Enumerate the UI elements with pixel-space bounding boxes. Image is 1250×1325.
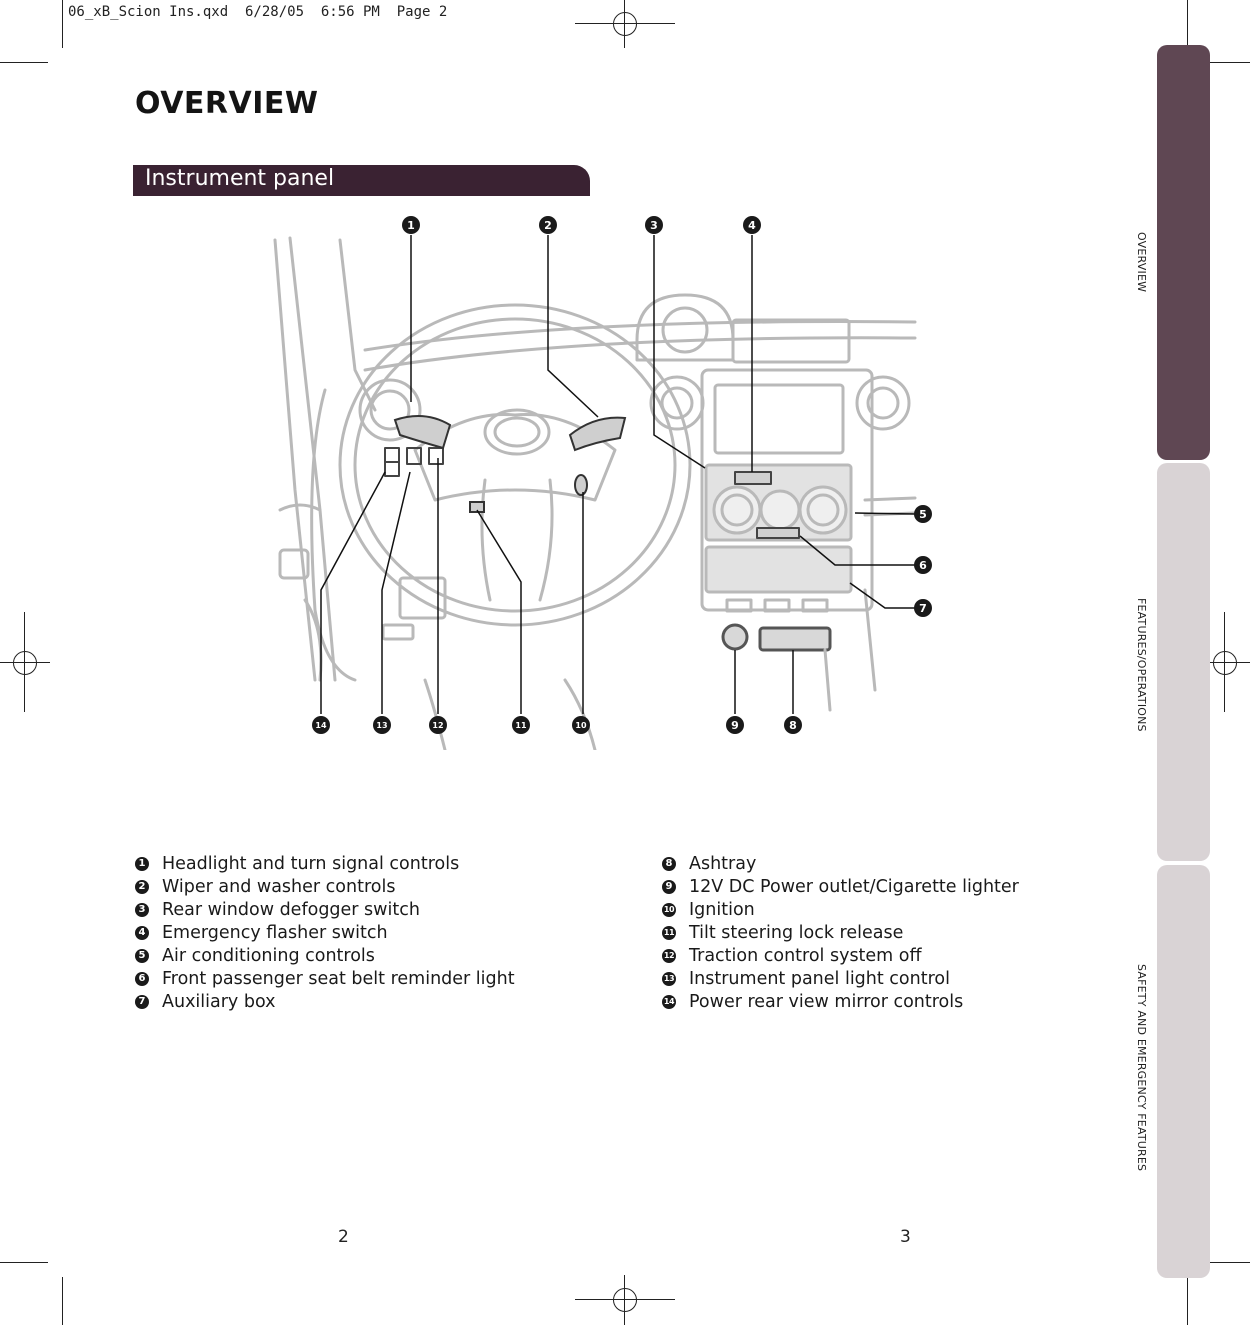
callout-2: 2 — [539, 216, 557, 234]
legend-item: 1 Headlight and turn signal controls — [135, 852, 515, 875]
side-tab-bg — [1157, 45, 1210, 460]
legend-item: 6 Front passenger seat belt reminder ligh… — [135, 967, 515, 990]
svg-text:9: 9 — [731, 719, 739, 732]
svg-text:12: 12 — [432, 721, 443, 730]
instrument-panel-diagram: 1 2 3 4 5 6 7 8 9 10 11 12 13 14 — [273, 216, 932, 750]
legend-label: Wiper and washer controls — [162, 876, 396, 897]
legend-label: Instrument panel light control — [689, 968, 950, 989]
svg-text:2: 2 — [544, 219, 552, 232]
svg-text:4: 4 — [748, 219, 756, 232]
legend-item: 7 Auxiliary box — [135, 990, 515, 1013]
callout-8: 8 — [784, 716, 802, 734]
legend-item: 13 Instrument panel light control — [662, 967, 1019, 990]
legend-item: 5 Air conditioning controls — [135, 944, 515, 967]
legend-label: Front passenger seat belt reminder light — [162, 968, 515, 989]
legend-label: Headlight and turn signal controls — [162, 853, 460, 874]
svg-text:5: 5 — [919, 508, 927, 521]
callout-14: 14 — [312, 716, 330, 734]
side-tab-label-safety: SAFETY AND EMERGENCY FEATURES — [1135, 964, 1148, 1172]
legend-number: 11 — [662, 925, 676, 940]
legend-item: 12 Traction control system off — [662, 944, 1019, 967]
callout-10: 10 — [572, 716, 590, 734]
legend-item: 3 Rear window defogger switch — [135, 898, 515, 921]
callout-3: 3 — [645, 216, 663, 234]
legend-item: 9 12V DC Power outlet/Cigarette lighter — [662, 875, 1019, 898]
svg-text:10: 10 — [575, 721, 587, 730]
legend-item: 11 Tilt steering lock release — [662, 921, 1019, 944]
callout-1: 1 — [402, 216, 420, 234]
section-header: Instrument panel — [133, 165, 590, 196]
legend-number: 2 — [135, 879, 149, 894]
section-title: Instrument panel — [145, 166, 335, 191]
legend-label: Power rear view mirror controls — [689, 991, 964, 1012]
legend-item: 2 Wiper and washer controls — [135, 875, 515, 898]
legend-number: 3 — [135, 902, 149, 917]
callout-9: 9 — [726, 716, 744, 734]
legend-label: Ashtray — [689, 853, 757, 874]
legend-number: 6 — [135, 971, 149, 986]
legend-item: 8 Ashtray — [662, 852, 1019, 875]
legend-number: 9 — [662, 879, 676, 894]
svg-text:1: 1 — [407, 219, 415, 232]
legend-number: 14 — [662, 994, 676, 1009]
legend-number: 8 — [662, 856, 676, 871]
legend-number: 5 — [135, 948, 149, 963]
svg-text:3: 3 — [650, 219, 658, 232]
svg-text:8: 8 — [789, 719, 797, 732]
legend-number: 4 — [135, 925, 149, 940]
legend-label: Ignition — [689, 899, 755, 920]
svg-text:7: 7 — [919, 602, 927, 615]
legend-item: 14 Power rear view mirror controls — [662, 990, 1019, 1013]
legend-label: Emergency flasher switch — [162, 922, 388, 943]
legend-item: 10 Ignition — [662, 898, 1019, 921]
page-number-right: 3 — [900, 1227, 911, 1247]
side-tab-label-features: FEATURES/OPERATIONS — [1135, 598, 1148, 732]
page-number-left: 2 — [338, 1227, 349, 1247]
legend-right: 8 Ashtray 9 12V DC Power outlet/Cigarette … — [662, 852, 1019, 1013]
page-title: OVERVIEW — [135, 86, 319, 121]
side-tab-label-overview: OVERVIEW — [1135, 232, 1148, 293]
callout-12: 12 — [429, 716, 447, 734]
legend-left: 1 Headlight and turn signal controls 2 Wip… — [135, 852, 515, 1013]
callout-7: 7 — [914, 599, 932, 617]
legend-label: Air conditioning controls — [162, 945, 375, 966]
legend-number: 12 — [662, 948, 676, 963]
svg-text:11: 11 — [515, 721, 527, 730]
callout-markers: 1 2 3 4 5 6 7 8 9 10 11 12 13 14 — [312, 216, 932, 734]
callout-5: 5 — [914, 505, 932, 523]
svg-text:14: 14 — [315, 721, 327, 730]
file-slug: 06_xB_Scion Ins.qxd 6/28/05 6:56 PM Page… — [68, 4, 448, 20]
callout-11: 11 — [512, 716, 530, 734]
callout-13: 13 — [373, 716, 391, 734]
legend-number: 10 — [662, 902, 676, 917]
legend-item: 4 Emergency flasher switch — [135, 921, 515, 944]
legend-label: Traction control system off — [689, 945, 922, 966]
legend-number: 7 — [135, 994, 149, 1009]
side-tab-bg — [1157, 865, 1210, 1278]
svg-text:6: 6 — [919, 559, 927, 572]
legend-number: 13 — [662, 971, 676, 986]
callout-6: 6 — [914, 556, 932, 574]
callout-4: 4 — [743, 216, 761, 234]
legend-label: Auxiliary box — [162, 991, 276, 1012]
legend-label: Tilt steering lock release — [689, 922, 904, 943]
legend-label: 12V DC Power outlet/Cigarette lighter — [689, 876, 1019, 897]
svg-text:13: 13 — [376, 721, 387, 730]
side-tab-bg — [1157, 463, 1210, 861]
legend-number: 1 — [135, 856, 149, 871]
legend-label: Rear window defogger switch — [162, 899, 420, 920]
